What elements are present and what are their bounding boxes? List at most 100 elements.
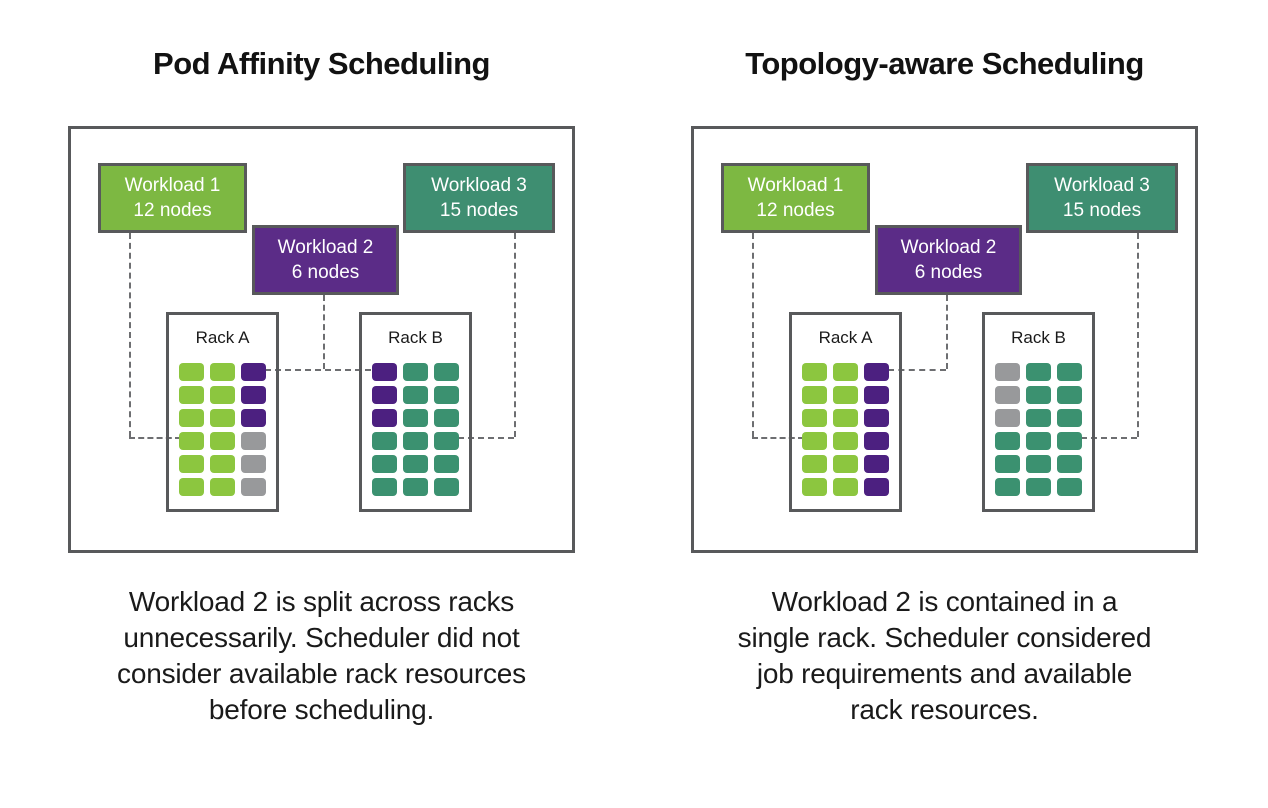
node-cell-green xyxy=(802,478,827,496)
rack-a: Rack A xyxy=(789,312,902,512)
node-cell-teal xyxy=(403,455,428,473)
node-cell-green xyxy=(833,455,858,473)
caption-topology-aware: Workload 2 is contained in a single rack… xyxy=(677,584,1212,728)
caption-line: Workload 2 is contained in a xyxy=(771,586,1118,617)
node-cell-green xyxy=(179,363,204,381)
workload2-connector-horizontal xyxy=(265,369,371,371)
workload1-name: Workload 1 xyxy=(124,174,221,196)
node-cell-empty xyxy=(995,363,1020,381)
workload1-connector-vertical xyxy=(129,233,131,437)
diagram-frame-pod-affinity: Workload 1 12 nodes Workload 2 6 nodes W… xyxy=(68,126,575,553)
node-cell-empty xyxy=(995,386,1020,404)
node-cell-green xyxy=(802,386,827,404)
node-cell-purple xyxy=(864,455,889,473)
node-cell-purple xyxy=(241,363,266,381)
caption-line: Workload 2 is split across racks xyxy=(128,586,515,617)
node-cell-purple xyxy=(864,478,889,496)
node-cell-green xyxy=(179,386,204,404)
caption-line: rack resources. xyxy=(850,694,1039,725)
node-cell-empty xyxy=(241,432,266,450)
node-cell-purple xyxy=(372,386,397,404)
diagram-frame-topology-aware: Workload 1 12 nodes Workload 2 6 nodes W… xyxy=(691,126,1198,553)
node-cell-purple xyxy=(372,409,397,427)
rack-a-node-grid xyxy=(792,363,899,496)
node-cell-purple xyxy=(864,386,889,404)
node-cell-teal xyxy=(372,432,397,450)
workload2-node-count: 6 nodes xyxy=(291,262,360,283)
node-cell-green xyxy=(833,478,858,496)
workload3-connector-horizontal xyxy=(458,437,514,439)
workload3-connector-vertical xyxy=(514,233,516,437)
workload2-connector-horizontal xyxy=(888,369,946,371)
node-cell-green xyxy=(833,386,858,404)
panel-group-pod-affinity: Pod Affinity Scheduling Workload 1 12 no… xyxy=(68,0,575,808)
workload2-box: Workload 2 6 nodes xyxy=(252,225,399,295)
workload1-connector-vertical xyxy=(752,233,754,437)
workload2-name: Workload 2 xyxy=(900,236,997,258)
node-cell-teal xyxy=(1026,409,1051,427)
rack-b-node-grid xyxy=(985,363,1092,496)
workload1-connector-horizontal xyxy=(129,437,181,439)
workload3-node-count: 15 nodes xyxy=(1062,200,1142,221)
node-cell-teal xyxy=(1026,478,1051,496)
node-cell-teal xyxy=(1026,432,1051,450)
node-cell-teal xyxy=(403,409,428,427)
workload3-name: Workload 3 xyxy=(1054,174,1150,196)
node-cell-teal xyxy=(1026,386,1051,404)
node-cell-green xyxy=(802,432,827,450)
node-cell-purple xyxy=(864,363,889,381)
caption-line: before scheduling. xyxy=(208,694,435,725)
node-cell-teal xyxy=(434,455,459,473)
node-cell-teal xyxy=(372,455,397,473)
node-cell-teal xyxy=(403,432,428,450)
node-cell-teal xyxy=(434,386,459,404)
rack-a-node-grid xyxy=(169,363,276,496)
workload1-box: Workload 1 12 nodes xyxy=(721,163,870,233)
workload3-box: Workload 3 15 nodes xyxy=(1026,163,1178,233)
node-cell-green xyxy=(179,455,204,473)
node-cell-green xyxy=(210,409,235,427)
rack-b: Rack B xyxy=(359,312,472,512)
workload1-node-count: 12 nodes xyxy=(133,200,212,221)
node-cell-purple xyxy=(372,363,397,381)
caption-line: unnecessarily. Scheduler did not xyxy=(123,622,520,653)
rack-a: Rack A xyxy=(166,312,279,512)
panel-title-topology-aware: Topology-aware Scheduling xyxy=(745,46,1144,81)
workload2-name: Workload 2 xyxy=(277,236,374,258)
node-cell-purple xyxy=(241,386,266,404)
node-cell-green xyxy=(210,432,235,450)
node-cell-teal xyxy=(1057,478,1082,496)
rack-b-label: Rack B xyxy=(388,328,443,347)
panel-title-pod-affinity: Pod Affinity Scheduling xyxy=(153,46,490,81)
node-cell-green xyxy=(210,478,235,496)
rack-b-label: Rack B xyxy=(1011,328,1066,347)
workload1-connector-horizontal xyxy=(752,437,804,439)
node-cell-green xyxy=(210,455,235,473)
workload2-connector-vertical xyxy=(323,295,325,369)
workload3-connector-vertical xyxy=(1137,233,1139,437)
node-cell-green xyxy=(833,363,858,381)
node-cell-green xyxy=(802,455,827,473)
node-cell-teal xyxy=(403,478,428,496)
node-cell-teal xyxy=(403,386,428,404)
node-cell-green xyxy=(802,409,827,427)
node-cell-purple xyxy=(864,432,889,450)
rack-a-label: Rack A xyxy=(818,328,873,347)
workload1-name: Workload 1 xyxy=(747,174,844,196)
node-cell-empty xyxy=(241,478,266,496)
node-cell-teal xyxy=(995,455,1020,473)
workload2-box: Workload 2 6 nodes xyxy=(875,225,1022,295)
node-cell-empty xyxy=(995,409,1020,427)
rack-b-node-grid xyxy=(362,363,469,496)
workload3-node-count: 15 nodes xyxy=(439,200,519,221)
node-cell-green xyxy=(833,432,858,450)
node-cell-green xyxy=(833,409,858,427)
workload3-name: Workload 3 xyxy=(431,174,527,196)
panel-group-topology-aware: Topology-aware Scheduling Workload 1 12 … xyxy=(691,0,1198,808)
node-cell-teal xyxy=(434,363,459,381)
workload1-box: Workload 1 12 nodes xyxy=(98,163,247,233)
caption-line: single rack. Scheduler considered xyxy=(737,622,1152,653)
workload3-connector-horizontal xyxy=(1081,437,1137,439)
caption-line: consider available rack resources xyxy=(117,658,526,689)
